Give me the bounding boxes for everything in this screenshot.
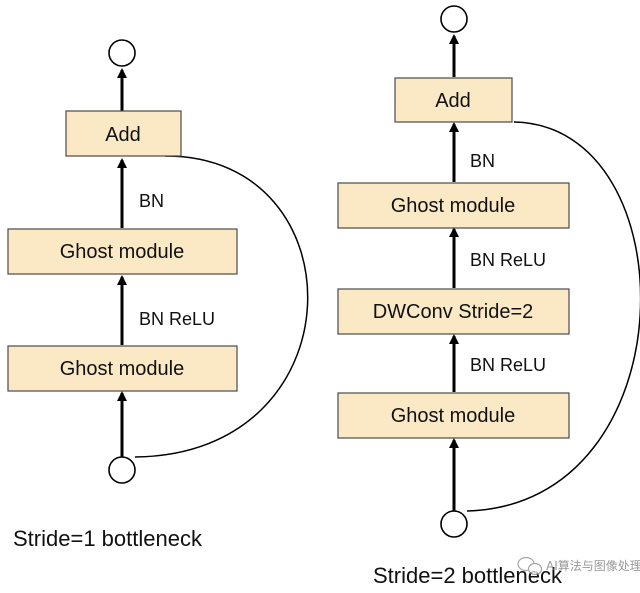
watermark-text: AI算法与图像处理 xyxy=(546,558,640,573)
right-residual-connection xyxy=(466,121,640,512)
left-add-label: Add xyxy=(105,124,141,146)
left-input-node xyxy=(108,456,136,484)
right-dwconv-box xyxy=(337,288,570,335)
right-top-bn-label: BN xyxy=(470,151,495,171)
wechat-icon xyxy=(517,556,543,576)
stride1-bottleneck: Add BN Ghost module BN ReLU Ghost module… xyxy=(7,39,309,551)
left-bn-relu-label: BN ReLU xyxy=(139,309,215,329)
right-add-label: Add xyxy=(435,90,471,112)
left-residual-connection xyxy=(134,155,309,458)
right-input-node xyxy=(440,510,468,538)
right-lower-ghost-label: Ghost module xyxy=(391,405,516,427)
right-upper-ghost-box xyxy=(337,182,570,229)
right-dwconv-label: DWConv Stride=2 xyxy=(373,301,534,323)
left-caption: Stride=1 bottleneck xyxy=(13,526,203,551)
left-lower-ghost-label: Ghost module xyxy=(60,358,185,380)
stride2-bottleneck: Add BN Ghost module BN ReLU DWConv Strid… xyxy=(337,5,640,588)
right-upper-ghost-label: Ghost module xyxy=(391,195,516,217)
right-output-node xyxy=(440,5,468,33)
right-lower-ghost-box xyxy=(337,392,570,439)
watermark: AI算法与图像处理 xyxy=(517,556,640,576)
left-upper-ghost-label: Ghost module xyxy=(60,241,185,263)
left-top-bn-label: BN xyxy=(139,191,164,211)
left-add-box xyxy=(65,110,182,157)
left-upper-ghost-box xyxy=(7,228,238,275)
left-output-node xyxy=(108,39,136,67)
left-lower-ghost-box xyxy=(7,345,238,392)
right-upper-bn-relu-label: BN ReLU xyxy=(470,250,546,270)
right-add-box xyxy=(394,77,513,123)
right-lower-bn-relu-label: BN ReLU xyxy=(470,355,546,375)
